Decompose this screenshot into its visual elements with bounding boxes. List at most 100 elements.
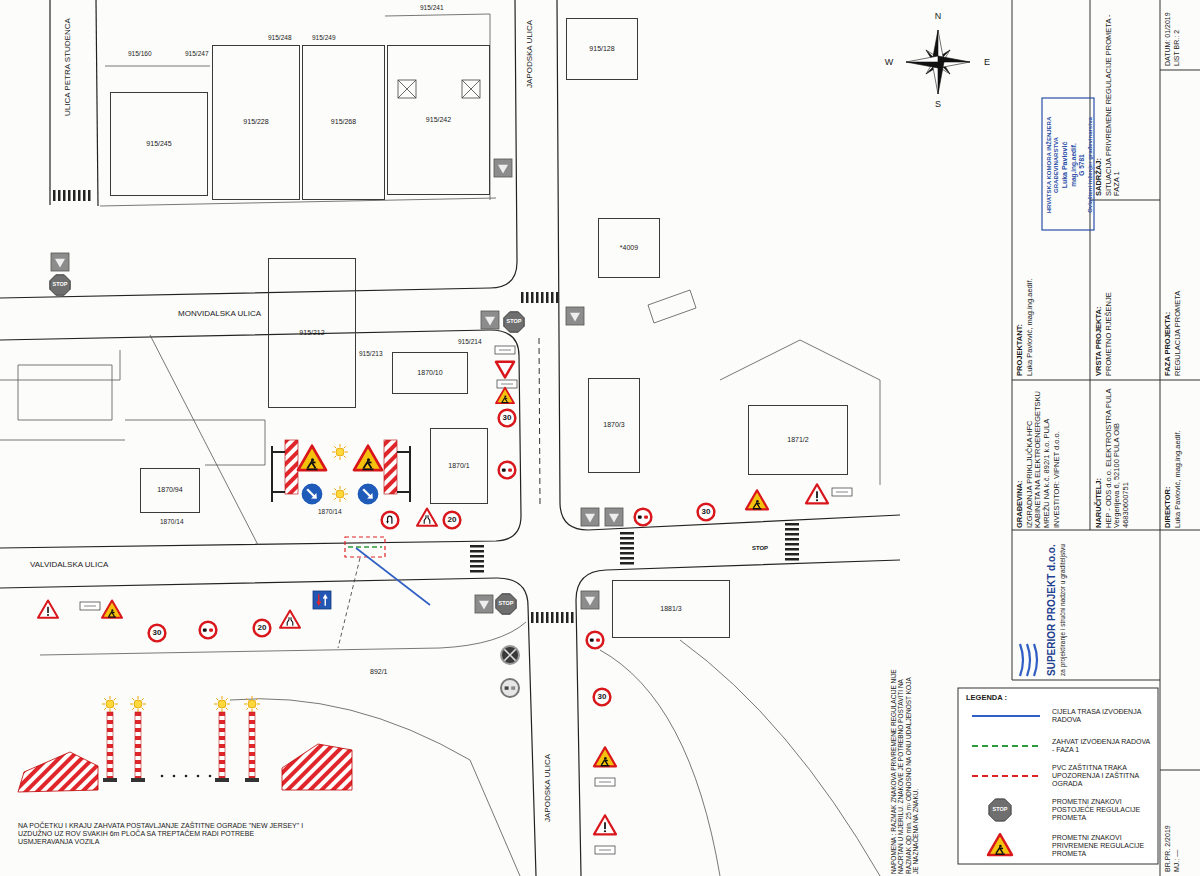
prohibition-sign — [149, 625, 166, 642]
post-base — [103, 778, 117, 782]
stop-sign-text: STOP — [507, 319, 522, 325]
stop-sign — [50, 275, 70, 295]
keep-right-arrow — [307, 489, 314, 496]
parcel-number: 915/128 — [589, 45, 614, 53]
parcel-number: 915/228 — [243, 118, 268, 126]
label-holder: 892/1 — [370, 668, 388, 676]
building-outline: 1870/94 — [140, 468, 200, 513]
title-block-cell: DIREKTOR:Luka Pavlović, mag.ing.aedif. — [1164, 383, 1183, 528]
phase-one-line — [348, 546, 382, 548]
road-edge — [0, 578, 536, 876]
warning-lamp — [336, 448, 344, 456]
warning-sign — [594, 815, 616, 834]
title-block-cell: NARUČITELJ:HEP - ODS d.o.o. ELEKTROISTRA… — [1095, 383, 1132, 528]
lamp-ray — [214, 704, 217, 705]
label-holder: 915/247 — [185, 50, 209, 57]
building-outline: 1881/3 — [612, 580, 730, 638]
delineator-post — [135, 712, 141, 778]
lamp-ray — [132, 708, 134, 710]
crosswalk-stripe — [470, 565, 484, 568]
lamp-ray — [334, 498, 336, 500]
title-block-text: HEP - ODS d.o.o. ELEKTROISTRA PULA Verge… — [1105, 383, 1131, 528]
lamp-ray — [344, 446, 346, 448]
warning-sign — [496, 388, 514, 404]
plate-mark — [84, 605, 96, 606]
worker-symbol — [306, 462, 317, 469]
legend-sample — [972, 745, 1040, 747]
supplementary-plate — [497, 380, 517, 388]
lamp-ray — [340, 486, 341, 489]
title-block-line — [1012, 0, 1013, 680]
worker-symbol — [753, 503, 762, 509]
lamp-ray — [252, 696, 253, 699]
compass-point — [938, 56, 970, 62]
crosswalk-stripe — [63, 190, 66, 201]
lamp-ray — [104, 708, 106, 710]
existing-sign — [51, 253, 69, 271]
crosswalk-stripe — [546, 612, 549, 623]
stamp-text: Ovlašteni inženjer građevinarstva — [1087, 104, 1094, 226]
title-block-heading: PROJEKTANT: — [1016, 226, 1025, 376]
arrow-head — [367, 493, 373, 499]
label-holder: 915/213 — [359, 350, 383, 357]
parcel-line — [600, 650, 720, 876]
label-holder: 30 — [153, 629, 162, 637]
barrier-stand — [272, 446, 410, 502]
title-block-text: INVESTITOR: VIPNET d.o.o. — [1053, 383, 1062, 528]
crosswalk-stripe — [785, 548, 799, 551]
lamp-ray — [246, 708, 248, 710]
warning-sign — [594, 747, 616, 766]
prohibition-sign — [698, 504, 715, 521]
title-block-text: REGULACIJA PROMETA — [1174, 76, 1183, 376]
company-tagline: za projektiranje i stručni nadzor u grad… — [1059, 536, 1066, 676]
legend-entry: PVC ZAŠTITNA TRAKA UPOZORENJA I ZAŠTITNA… — [1052, 764, 1154, 788]
road-edge — [0, 330, 521, 548]
barrier-board — [384, 440, 397, 494]
existing-sign-mark — [479, 601, 489, 610]
worker-head — [999, 845, 1002, 848]
crosswalk-stripe — [470, 550, 484, 553]
title-block-cell: VRSTA PROJEKTA:PROMETNO RJEŠENJE — [1095, 206, 1114, 376]
road-edge — [96, 0, 98, 206]
structure-box — [398, 80, 416, 98]
speed-limit: 30 — [503, 414, 512, 422]
prohibition-sign — [635, 509, 652, 526]
existing-sign — [581, 591, 599, 609]
prohibition-sign — [499, 410, 516, 427]
continuation-dot — [173, 775, 176, 778]
building-outline: 915/228 — [212, 45, 300, 200]
crosswalk-stripe — [556, 612, 559, 623]
car-symbol — [209, 628, 213, 631]
legend-entry: CIJELA TRASA IZVOĐENJA RADOVA — [1052, 708, 1154, 724]
lamp-ray — [216, 698, 218, 700]
lamp-ray — [344, 488, 346, 490]
crosswalk-stripe — [531, 612, 534, 623]
parcel-line — [0, 440, 125, 441]
speed-limit: 20 — [448, 516, 457, 524]
lamp-ray — [332, 452, 335, 453]
road-marking: STOP — [752, 545, 768, 551]
mandatory-sign — [357, 483, 379, 505]
parcel-number: 915/212 — [299, 329, 324, 337]
prohibition-sign — [587, 632, 604, 649]
title-block-cell: BR.PR. 2/2019MJ.: — — [1164, 772, 1182, 872]
parcel-number: 915/242 — [426, 116, 451, 124]
existing-sign-mark — [485, 317, 495, 326]
compass-letter: N — [935, 12, 942, 21]
label-holder: VALVIDALSKA ULICA — [30, 560, 108, 569]
lamp-ray — [345, 452, 348, 453]
existing-sign — [501, 646, 519, 664]
label-holder: STOP — [499, 601, 514, 607]
crosswalk-stripe — [620, 542, 634, 545]
parcel-line — [720, 340, 880, 485]
worker-symbol — [362, 462, 373, 469]
title-block-line — [1160, 0, 1161, 876]
street-name: JAPODSKA ULICA — [543, 730, 552, 822]
label-holder: JAPODSKA ULICA — [543, 730, 552, 822]
parcel-number: 1871/2 — [787, 436, 808, 444]
lamp-ray — [244, 704, 247, 705]
label-holder: 30 — [503, 414, 512, 422]
lamp-ray — [142, 698, 144, 700]
street-name: ULICA PETRA STUDENCA — [63, 4, 72, 116]
crosswalk-stripe — [620, 547, 634, 550]
